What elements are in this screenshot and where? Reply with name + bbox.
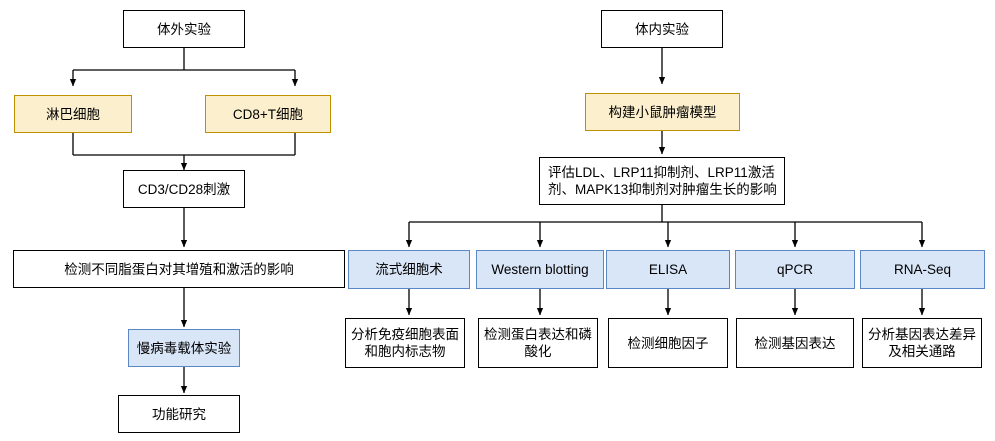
node-method-qpcr[interactable]: qPCR xyxy=(735,250,855,289)
node-method-flow-cytometry[interactable]: 流式细胞术 xyxy=(348,250,470,289)
node-lymphocyte[interactable]: 淋巴细胞 xyxy=(14,95,132,133)
node-detail-qpcr[interactable]: 检测基因表达 xyxy=(736,318,854,368)
node-detail-elisa[interactable]: 检测细胞因子 xyxy=(608,318,728,368)
node-detail-western-blotting[interactable]: 检测蛋白表达和磷 酸化 xyxy=(478,318,598,368)
node-method-western-blotting[interactable]: Western blotting xyxy=(476,250,604,289)
node-method-rna-seq[interactable]: RNA-Seq xyxy=(860,250,985,289)
node-functional-study[interactable]: 功能研究 xyxy=(118,395,240,433)
node-in-vitro-root[interactable]: 体外实验 xyxy=(123,10,245,48)
node-cd8-t-cell[interactable]: CD8+T细胞 xyxy=(205,95,331,133)
node-treatment-evaluation[interactable]: 评估LDL、LRP11抑制剂、LRP11激活 剂、MAPK13抑制剂对肿瘤生长的… xyxy=(539,157,785,205)
node-in-vivo-root[interactable]: 体内实验 xyxy=(601,10,723,48)
node-lipoprotein-readout[interactable]: 检测不同脂蛋白对其增殖和激活的影响 xyxy=(13,250,345,288)
node-detail-flow-cytometry[interactable]: 分析免疫细胞表面 和胞内标志物 xyxy=(345,318,465,368)
node-method-elisa[interactable]: ELISA xyxy=(606,250,730,289)
node-mouse-tumor-model[interactable]: 构建小鼠肿瘤模型 xyxy=(585,93,740,131)
node-cd3-cd28-stimulation[interactable]: CD3/CD28刺激 xyxy=(123,170,245,208)
node-lentivirus-experiment[interactable]: 慢病毒载体实验 xyxy=(128,329,240,367)
node-detail-rna-seq[interactable]: 分析基因表达差异 及相关通路 xyxy=(862,318,982,368)
